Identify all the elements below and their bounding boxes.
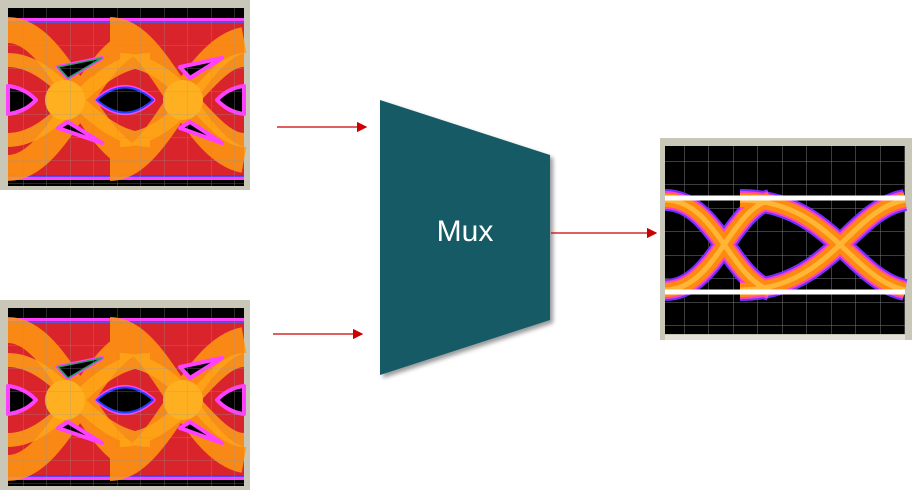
- mux-label: Mux: [436, 215, 494, 248]
- output-eye-diagram: [660, 138, 912, 340]
- mux-block: [380, 100, 550, 375]
- input-eye-diagram-1: [0, 0, 250, 190]
- input-eye-diagram-2: [0, 300, 250, 490]
